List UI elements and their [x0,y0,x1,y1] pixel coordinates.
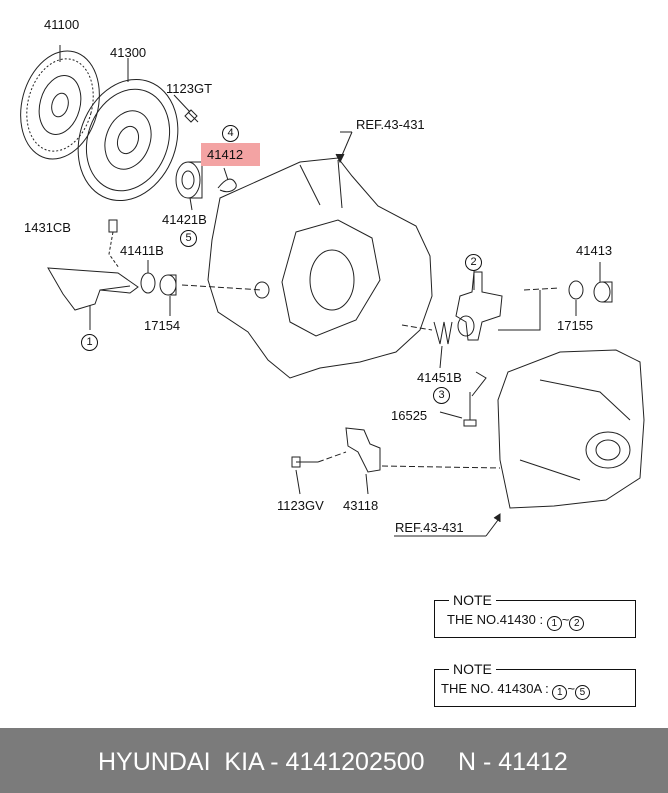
label-17154: 17154 [144,318,181,333]
note-part-number: 41430 [499,612,536,627]
note-range-end: 2 [569,616,585,631]
part-41413-drawing [593,281,611,303]
note-box-41430: NOTE THE NO.41430 : 1~2 [434,592,636,638]
clutch-cover-drawing [77,58,179,202]
label-41100: 41100 [44,17,80,32]
exploded-parts-diagram: 41100 41300 1123GT REF.43-431 41412 4142… [20,17,645,707]
note-box-41430a: NOTE THE NO. 41430A : 1~5 [434,661,636,707]
label-ref-top: REF.43-431 [356,117,425,132]
note-prefix: THE NO. [447,612,500,627]
release-fork-drawing [47,267,139,330]
label-41451b: 41451B [417,370,462,385]
release-bearing-drawing [175,161,203,199]
bracket-drawing [345,427,381,473]
bushing-drawing [140,272,156,294]
label-1123gt: 1123GT [166,81,213,96]
note-text: THE NO. 41430A : 1~5 [441,681,590,700]
note-title: NOTE [449,592,496,608]
seal-17155-drawing [568,280,584,300]
label-41421b: 41421B [162,212,207,227]
label-41413: 41413 [576,243,613,258]
footer-reference: N - 41412 [458,748,568,776]
callout-1: 1 [81,334,98,351]
label-ref-bottom: REF.43-431 [395,520,464,535]
bolt-1123gt-drawing [184,109,199,123]
seal-17154-drawing [159,274,177,296]
label-41412: 41412 [207,147,244,162]
bolt-16525-drawing [463,392,477,427]
parts-drawing [20,45,645,537]
note-range-start: 1 [546,616,562,631]
callout-3: 3 [433,387,450,404]
transmission-case-drawing [497,349,645,509]
label-16525: 16525 [391,408,428,423]
label-1431cb: 1431CB [24,220,71,235]
label-43118: 43118 [343,498,379,513]
note-title: NOTE [449,661,496,677]
note-text: THE NO.41430 : 1~2 [447,612,585,631]
footer-bar: HYUNDAI KIA - 4141202500 N - 41412 [0,728,668,793]
note-part-number: 41430A [497,681,542,696]
pin-drawing [108,219,118,233]
callout-2: 2 [465,254,482,271]
callout-5: 5 [180,230,197,247]
label-41411b: 41411B [120,243,164,258]
clutch-disc-drawing [20,45,100,160]
note-separator: : [535,612,547,627]
clip-drawing [217,178,237,193]
note-range-end: 5 [574,685,590,700]
label-17155: 17155 [557,318,594,333]
label-41300: 41300 [110,45,147,60]
transmission-housing-drawing [207,157,433,379]
note-range-start: 1 [552,685,568,700]
note-tilde: ~ [567,681,575,696]
bolt-1123gv-drawing [291,456,318,468]
part-highlight [201,143,260,166]
note-separator: : [541,681,553,696]
note-tilde: ~ [561,612,570,627]
footer-part-number: HYUNDAI KIA - 4141202500 [98,748,425,776]
shift-fork-drawing [455,270,503,341]
callout-4: 4 [222,125,239,142]
label-1123gv: 1123GV [277,498,324,513]
note-prefix: THE NO. [441,681,494,696]
spring-drawing [433,321,453,345]
